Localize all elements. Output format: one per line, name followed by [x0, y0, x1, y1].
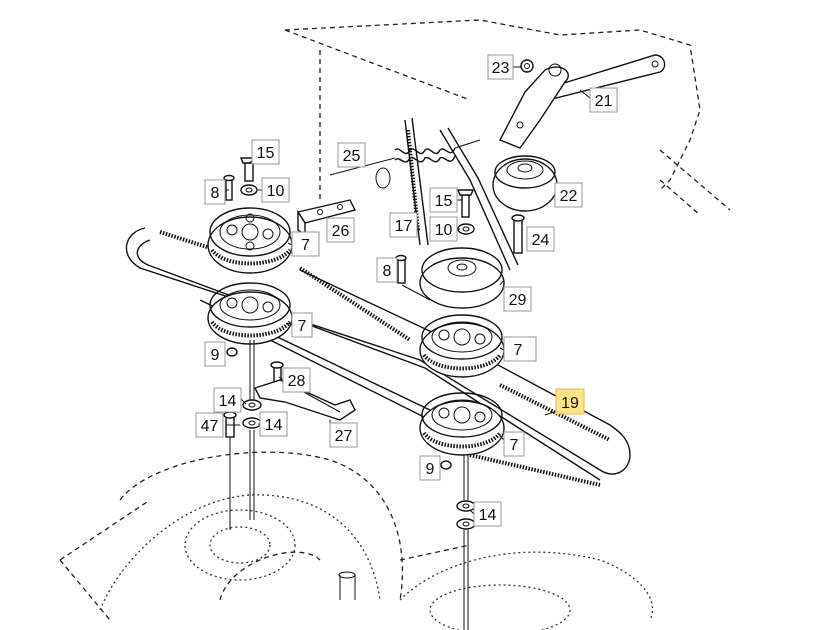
deck-outline	[59, 19, 731, 630]
callout-7-d: 7	[503, 431, 525, 457]
callout-23-box	[487, 54, 514, 80]
callout-14-c: 14	[473, 501, 502, 527]
callout-17: 17	[389, 212, 418, 238]
callout-29: 29	[503, 286, 532, 312]
callout-25-text: 25	[343, 148, 361, 165]
callout-24: 24	[526, 226, 555, 252]
callout-7-b: 7	[291, 312, 313, 338]
callout-22: 22	[554, 182, 583, 208]
callout-8-center: 8	[376, 257, 398, 283]
callout-8-center-text: 8	[383, 263, 392, 280]
callout-10-left: 10	[261, 177, 290, 203]
callout-15-center: 15	[429, 187, 458, 213]
callout-25-box	[337, 142, 366, 168]
callout-10-center-text: 10	[435, 222, 453, 239]
callout-26-text: 26	[332, 223, 350, 240]
bolt-24	[511, 214, 525, 254]
callout-22-box	[554, 182, 583, 208]
callout-10-center: 10	[429, 216, 458, 242]
callout-15-left-text: 15	[257, 145, 275, 162]
callout-19-text: 19	[561, 395, 579, 412]
callout-27-text: 27	[335, 428, 353, 445]
callout-14-b: 14	[259, 411, 288, 437]
callout-10-left-box	[261, 177, 290, 203]
callout-9-left-text: 9	[211, 347, 220, 364]
callout-14-a: 14	[213, 387, 242, 413]
callout-8-left-box	[204, 179, 226, 205]
callout-7-d-text: 7	[510, 437, 519, 454]
callout-23: 23	[487, 54, 514, 80]
callout-14-b-box	[259, 411, 288, 437]
callout-7-a-text: 7	[301, 237, 310, 254]
callout-19: 19	[555, 388, 585, 415]
callout-7-d-box	[503, 431, 525, 457]
idler-arm-21	[499, 54, 666, 149]
callout-7-a: 7	[291, 231, 320, 257]
callout-7-c-box	[503, 336, 537, 362]
callout-47-box	[195, 412, 224, 438]
callout-23-text: 23	[492, 60, 510, 77]
callout-28-text: 28	[288, 373, 306, 390]
callout-14-b-text: 14	[265, 417, 283, 434]
callout-21-box	[589, 87, 618, 113]
callout-14-a-box	[213, 387, 242, 413]
callout-47: 47	[195, 412, 224, 438]
callout-24-text: 24	[532, 232, 550, 249]
callout-27: 27	[329, 422, 358, 448]
callout-9-center: 9	[419, 455, 441, 481]
callout-28-box	[282, 367, 311, 393]
callout-29-text: 29	[509, 292, 527, 309]
callout-9-center-box	[419, 455, 441, 481]
callouts: 23 21 25 22 15 8 10 26	[195, 54, 618, 527]
callout-22-text: 22	[560, 188, 578, 205]
callout-15-center-box	[429, 187, 458, 213]
callout-25: 25	[337, 142, 366, 168]
callout-7-b-text: 7	[298, 318, 307, 335]
callout-7-a-box	[291, 231, 320, 257]
callout-28: 28	[282, 367, 311, 393]
callout-26-box	[326, 217, 355, 243]
callout-15-center-text: 15	[435, 193, 453, 210]
callout-14-c-text: 14	[479, 507, 497, 524]
center-spindle	[395, 189, 505, 630]
callout-27-box	[329, 422, 358, 448]
callout-9-left: 9	[204, 341, 226, 367]
callout-26: 26	[326, 217, 355, 243]
callout-8-left-text: 8	[211, 185, 220, 202]
callout-15-left: 15	[251, 139, 280, 165]
callout-7-c-text: 7	[514, 342, 523, 359]
callout-9-center-text: 9	[426, 461, 435, 478]
callout-8-left: 8	[204, 179, 226, 205]
callout-21: 21	[589, 87, 618, 113]
callout-17-text: 17	[395, 218, 413, 235]
callout-29-box	[503, 286, 532, 312]
drive-belt	[404, 117, 519, 271]
callout-15-left-box	[251, 139, 280, 165]
callout-14-a-text: 14	[219, 393, 237, 410]
callout-17-box	[389, 212, 418, 238]
callout-14-c-box	[473, 501, 502, 527]
callout-7-c: 7	[503, 336, 537, 362]
callout-47-text: 47	[201, 418, 219, 435]
callout-10-left-text: 10	[267, 183, 285, 200]
callout-19-box	[555, 388, 585, 415]
callout-21-text: 21	[595, 93, 613, 110]
nut-23	[520, 59, 534, 73]
callout-24-box	[526, 226, 555, 252]
callout-8-center-box	[376, 257, 398, 283]
callout-7-b-box	[291, 312, 313, 338]
idler-pulley-22	[492, 155, 558, 212]
callout-9-left-box	[204, 341, 226, 367]
callout-10-center-box	[429, 216, 458, 242]
